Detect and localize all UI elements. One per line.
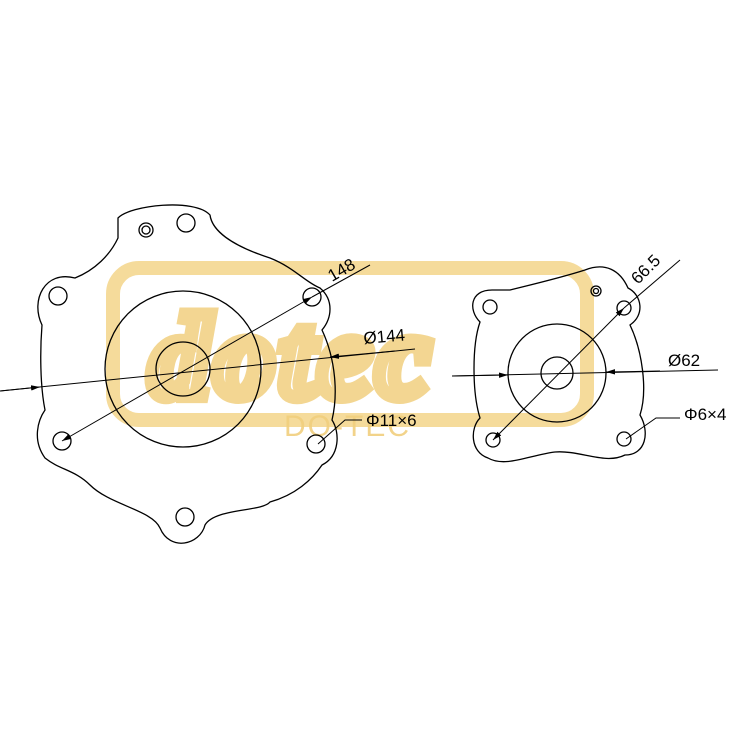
large-bolt-hole [48,286,68,306]
large-gasket-outline [36,204,338,544]
large-diameter-arrow-right [329,350,396,359]
large-diameter-arrow-left [0,385,41,392]
small-pitch-label: 66.5 [627,251,664,288]
large-holes-leader [317,419,362,445]
watermark-brand: dotec [150,291,436,422]
small-pitch-leader [623,259,681,309]
small-diameter-label: Ø62 [668,351,700,370]
small-bolt-hole [616,431,632,447]
large-diameter-label: Ø144 [363,325,406,348]
large-bolt-hole [138,222,154,238]
small-gasket-outline [472,266,646,463]
small-holes-label: Φ6×4 [684,405,726,424]
large-pitch-label: 148 [325,255,359,286]
large-bolt-hole-inner [141,225,151,235]
small-bolt-hole [482,299,498,315]
small-pin-hole [590,285,602,297]
large-pitch-dim-line [61,296,313,442]
small-pin-hole-inner [592,287,600,295]
small-holes-leader [625,417,680,440]
small-diameter-arrow-left [451,372,509,378]
large-bolt-hole [176,213,196,233]
large-gasket: 148 Ø144 Φ11×6 [0,204,417,544]
small-diameter-arrow-right [605,369,661,375]
large-bolt-hole [306,434,326,454]
large-holes-label: Φ11×6 [366,411,417,430]
large-pitch-leader [311,264,371,298]
large-bolt-hole [175,507,195,527]
